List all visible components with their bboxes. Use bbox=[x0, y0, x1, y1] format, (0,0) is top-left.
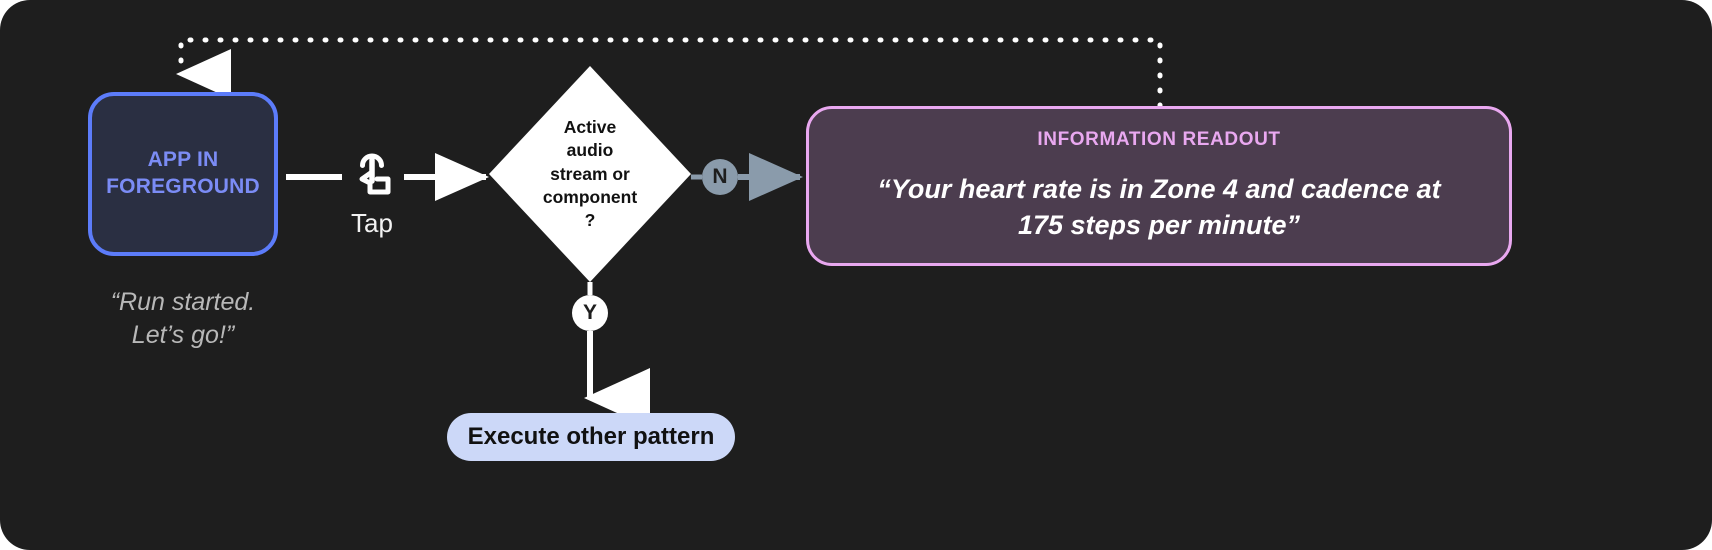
tap-gesture-icon bbox=[344, 148, 400, 204]
readout-body-line2: 175 steps per minute” bbox=[1017, 210, 1301, 240]
readout-body: “Your heart rate is in Zone 4 and cadenc… bbox=[877, 171, 1440, 243]
decision-label-line1: Active bbox=[563, 116, 617, 137]
app-node-caption: “Run started. Let’s go!” bbox=[70, 286, 296, 351]
decision-label-line2: audio bbox=[566, 140, 614, 161]
app-caption-line1: “Run started. bbox=[110, 288, 256, 316]
decision-label: Active audio stream or component ? bbox=[515, 116, 665, 232]
app-node-label: APP IN FOREGROUND bbox=[106, 147, 260, 201]
node-decision-active-audio[interactable]: Active audio stream or component ? bbox=[489, 66, 691, 282]
app-node-label-line1: APP IN bbox=[147, 148, 219, 172]
app-node-label-line2: FOREGROUND bbox=[106, 175, 260, 198]
execute-other-pattern-label: Execute other pattern bbox=[467, 423, 715, 450]
decision-label-line3: stream or bbox=[550, 163, 630, 184]
node-information-readout[interactable]: INFORMATION READOUT “Your heart rate is … bbox=[806, 106, 1512, 266]
node-app-in-foreground[interactable]: APP IN FOREGROUND bbox=[88, 92, 278, 256]
app-caption-line2: Let’s go!” bbox=[131, 320, 235, 349]
node-execute-other-pattern[interactable]: Execute other pattern bbox=[447, 413, 735, 461]
readout-title: INFORMATION READOUT bbox=[1037, 128, 1281, 150]
readout-body-line1: “Your heart rate is in Zone 4 and cadenc… bbox=[877, 173, 1441, 204]
branch-badge-yes: Y bbox=[572, 295, 608, 331]
tap-gesture-label: Tap bbox=[351, 208, 393, 238]
branch-badge-no: N bbox=[702, 159, 738, 195]
decision-label-line4: component bbox=[542, 186, 638, 207]
decision-label-line5: ? bbox=[584, 209, 596, 230]
